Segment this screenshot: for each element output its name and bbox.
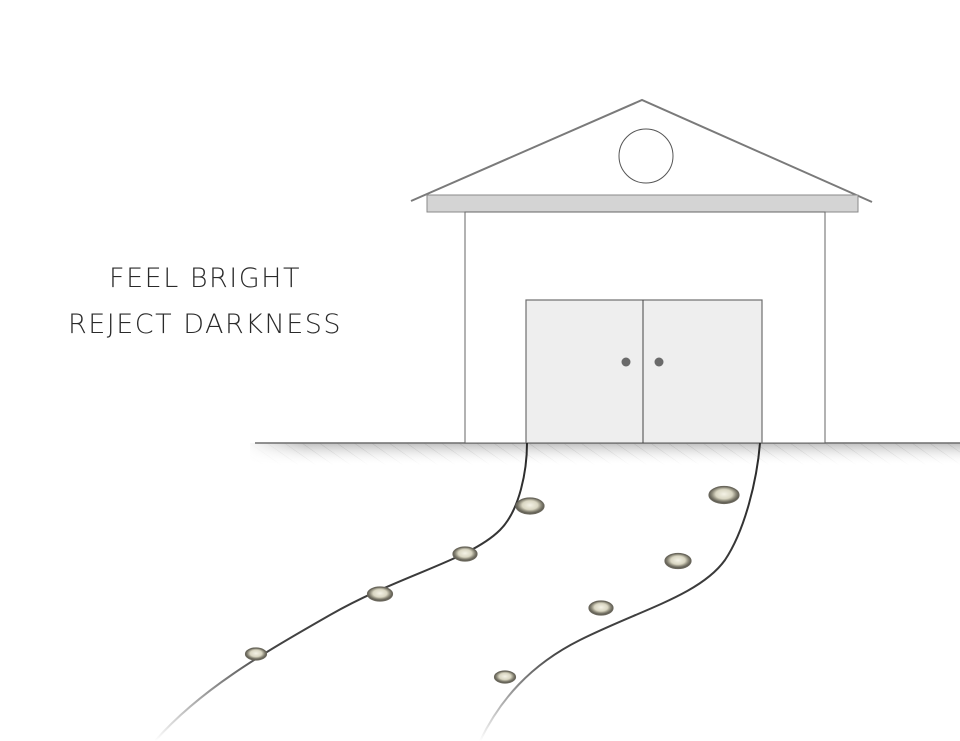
door-knob-left [621,357,631,367]
light-icon [664,552,692,570]
roof [410,98,873,213]
tagline: FEEL BRIGHT REJECT DARKNESS [60,256,350,348]
inground-lights [244,485,740,684]
tagline-line-1: FEEL BRIGHT [109,263,301,294]
light-icon [244,647,268,661]
attic-window [618,128,674,184]
double-door [525,299,763,444]
light-icon [493,670,517,684]
light-icon [452,546,478,562]
light-icon [708,485,740,505]
tagline-line-2: REJECT DARKNESS [67,309,343,340]
ground [245,440,960,468]
path [154,442,761,741]
light-icon [588,600,614,616]
door-knob-right [654,357,664,367]
roof-band [426,194,859,213]
light-icon [515,497,545,515]
light-icon [366,586,394,602]
